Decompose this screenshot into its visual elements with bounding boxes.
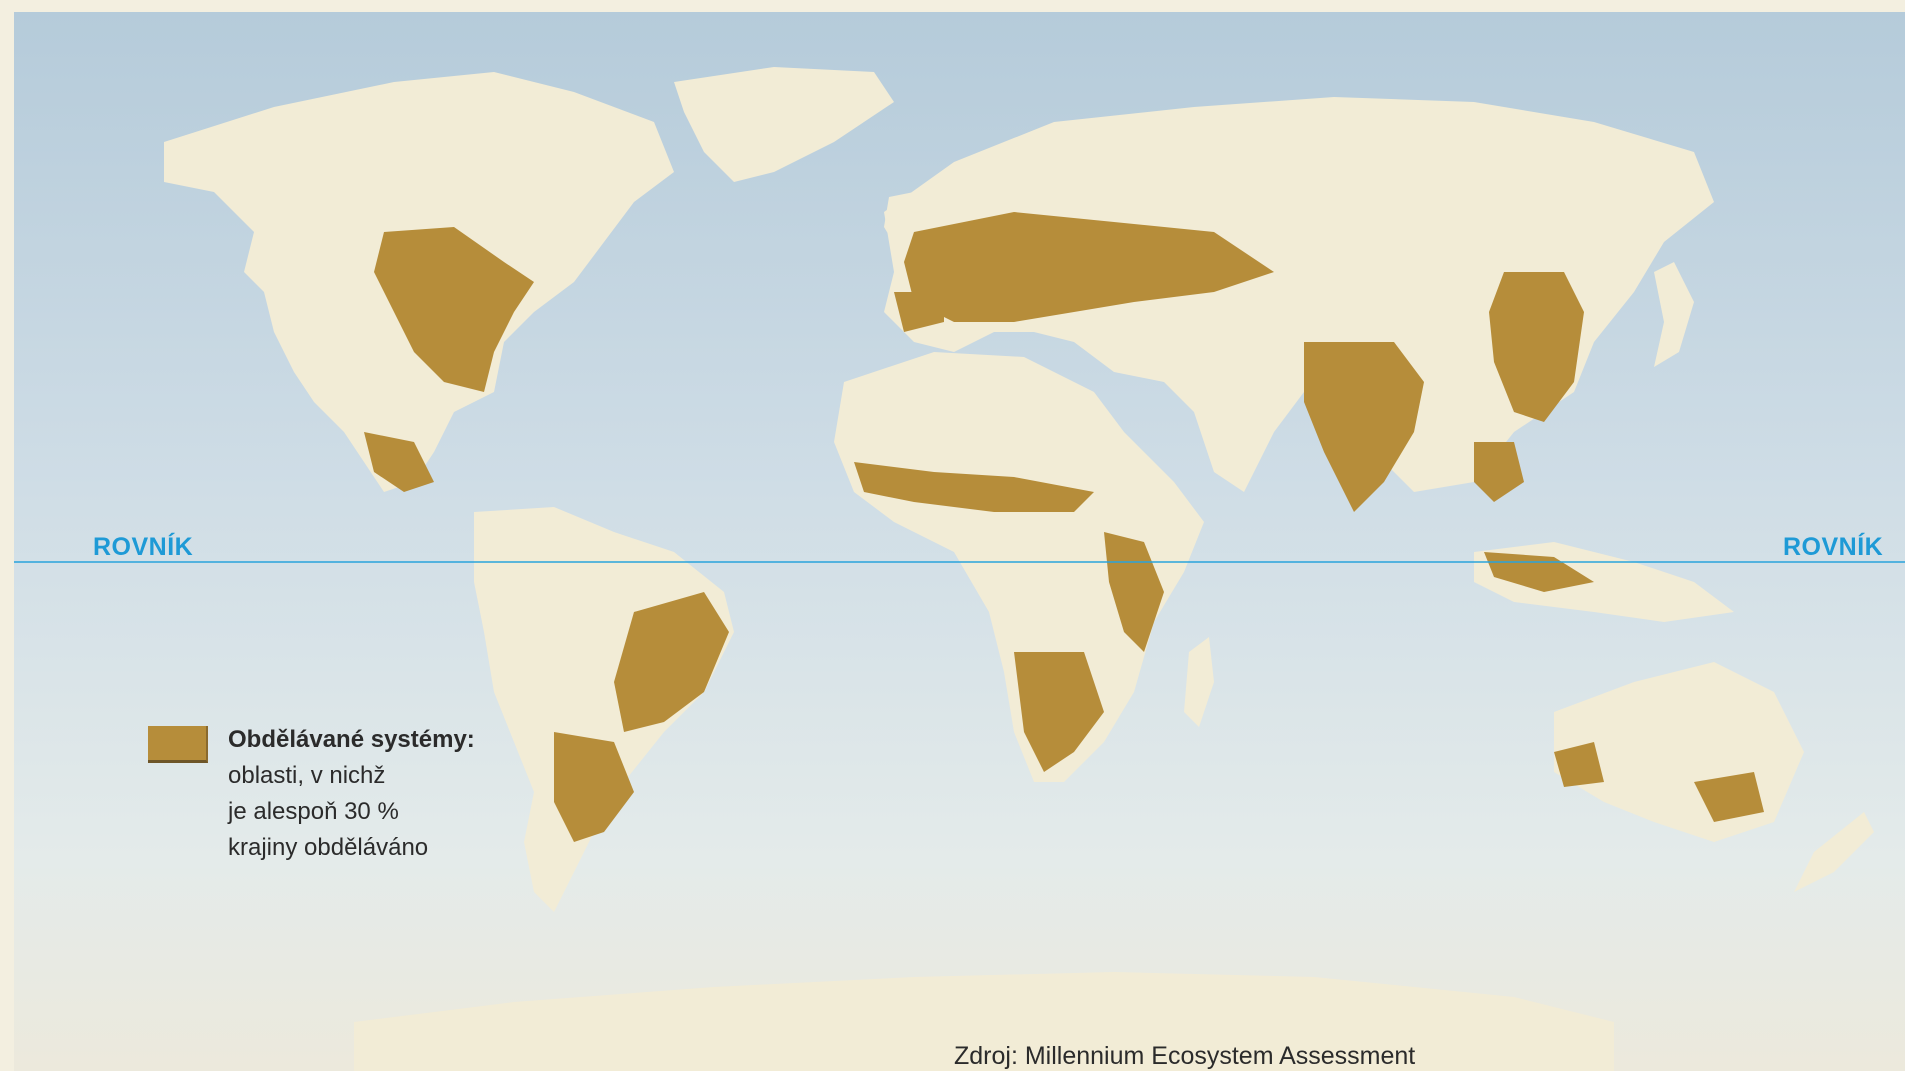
land-greenland (674, 67, 894, 182)
equator-label-right: ROVNÍK (1783, 533, 1884, 561)
cultivated-europe (904, 212, 1274, 322)
land-madagascar (1184, 637, 1214, 727)
cultivated-brazil (614, 592, 729, 732)
cultivated-se-asia (1474, 442, 1524, 502)
legend-line: krajiny obděláváno (228, 834, 429, 861)
cultivated-argentina (554, 732, 634, 842)
equator-label-left: ROVNÍK (93, 533, 194, 561)
land-uk (884, 192, 919, 252)
cultivated-china (1489, 272, 1584, 422)
legend-line: oblasti, v nichž (228, 762, 386, 789)
world-map-graphic (14, 67, 1905, 1071)
cultivated-india (1304, 342, 1424, 512)
cultivated-southern-africa (1014, 652, 1104, 772)
cultivated-se-australia (1694, 772, 1764, 822)
cultivated-sahel (854, 462, 1094, 512)
legend-swatch-cultivated (148, 726, 208, 763)
land-antarctica (354, 972, 1614, 1071)
world-map: ROVNÍK ROVNÍK Obdělávané systémy: oblast… (14, 12, 1905, 1071)
land-new-zealand (1794, 812, 1874, 892)
land-japan (1654, 262, 1694, 367)
land-africa (834, 352, 1204, 782)
cultivated-mexico (364, 432, 434, 492)
cultivated-us-midwest-east (374, 227, 534, 392)
source-credit: Zdroj: Millennium Ecosystem Assessment (954, 1042, 1416, 1070)
land-layer (164, 67, 1874, 1071)
legend-title: Obdělávané systémy: (228, 726, 475, 753)
legend-text: Obdělávané systémy: oblasti, v nichž je … (228, 722, 528, 866)
cultivated-layer (364, 212, 1764, 842)
cultivated-sw-australia (1554, 742, 1604, 787)
legend-line: je alespoň 30 % (228, 798, 399, 825)
cultivated-iberia (894, 292, 944, 332)
